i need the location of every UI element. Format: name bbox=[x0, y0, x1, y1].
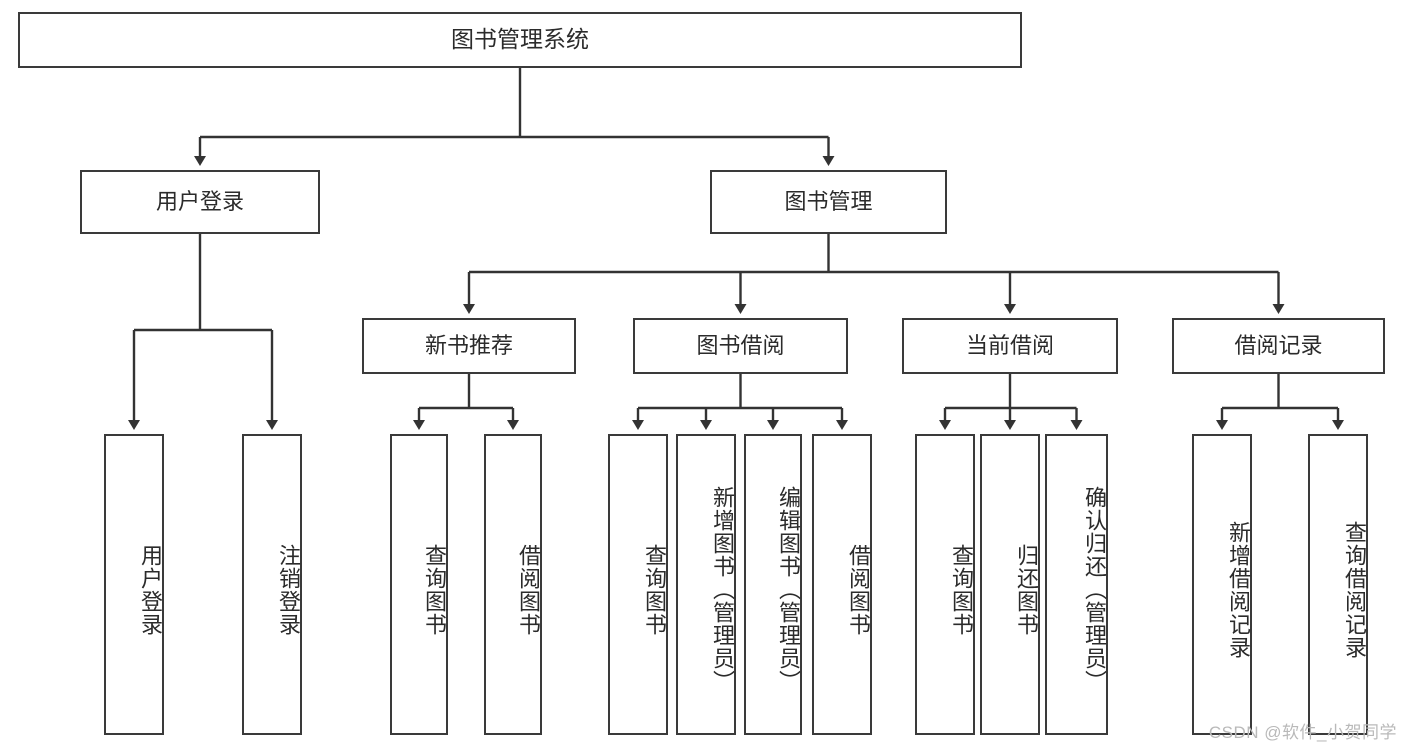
node-label: 用户登录 bbox=[138, 543, 163, 636]
node-label: 查询借阅记录 bbox=[1342, 520, 1367, 659]
node-leaf-logout[interactable]: 注销登录 bbox=[242, 434, 302, 735]
node-root-system[interactable]: 图书管理系统 bbox=[18, 12, 1022, 68]
node-leaf-query-book-3[interactable]: 查询图书 bbox=[915, 434, 975, 735]
node-leaf-add-book[interactable]: 新增图书（管理员） bbox=[676, 434, 736, 735]
node-label: 当前借阅 bbox=[965, 332, 1054, 358]
node-book-borrow[interactable]: 图书借阅 bbox=[633, 318, 848, 374]
node-label: 新增借阅记录 bbox=[1226, 520, 1251, 659]
node-label: 借阅图书 bbox=[846, 543, 871, 636]
node-label: 查询图书 bbox=[422, 543, 447, 636]
node-label: 归还图书 bbox=[1014, 543, 1039, 636]
node-label: 用户登录 bbox=[155, 188, 244, 214]
node-label: 新增图书（管理员） bbox=[710, 486, 735, 693]
node-leaf-return-book[interactable]: 归还图书 bbox=[980, 434, 1040, 735]
node-user-login[interactable]: 用户登录 bbox=[80, 170, 320, 234]
node-label: 编辑图书（管理员） bbox=[776, 486, 801, 693]
node-current-borrow[interactable]: 当前借阅 bbox=[902, 318, 1118, 374]
watermark-text: CSDN @软件_小贺同学 bbox=[1208, 723, 1397, 742]
node-label: 图书借阅 bbox=[696, 332, 785, 358]
node-label: 借阅图书 bbox=[516, 543, 541, 636]
node-leaf-borrow-book-1[interactable]: 借阅图书 bbox=[484, 434, 542, 735]
node-label: 查询图书 bbox=[642, 543, 667, 636]
node-label: 查询图书 bbox=[949, 543, 974, 636]
node-leaf-user-login[interactable]: 用户登录 bbox=[104, 434, 164, 735]
node-leaf-confirm-return[interactable]: 确认归还（管理员） bbox=[1045, 434, 1108, 735]
node-label: 新书推荐 bbox=[424, 332, 513, 358]
node-book-management[interactable]: 图书管理 bbox=[710, 170, 947, 234]
node-leaf-query-book-1[interactable]: 查询图书 bbox=[390, 434, 448, 735]
node-borrow-record[interactable]: 借阅记录 bbox=[1172, 318, 1385, 374]
node-leaf-edit-book[interactable]: 编辑图书（管理员） bbox=[744, 434, 802, 735]
node-label: 图书管理 bbox=[784, 188, 873, 214]
node-label: 确认归还（管理员） bbox=[1082, 486, 1107, 693]
node-leaf-add-record[interactable]: 新增借阅记录 bbox=[1192, 434, 1252, 735]
node-label: 图书管理系统 bbox=[451, 26, 589, 53]
node-label: 借阅记录 bbox=[1234, 332, 1323, 358]
node-leaf-query-record[interactable]: 查询借阅记录 bbox=[1308, 434, 1368, 735]
node-new-book-recommend[interactable]: 新书推荐 bbox=[362, 318, 576, 374]
node-leaf-borrow-book-2[interactable]: 借阅图书 bbox=[812, 434, 872, 735]
node-label: 注销登录 bbox=[276, 543, 301, 636]
node-leaf-query-book-2[interactable]: 查询图书 bbox=[608, 434, 668, 735]
